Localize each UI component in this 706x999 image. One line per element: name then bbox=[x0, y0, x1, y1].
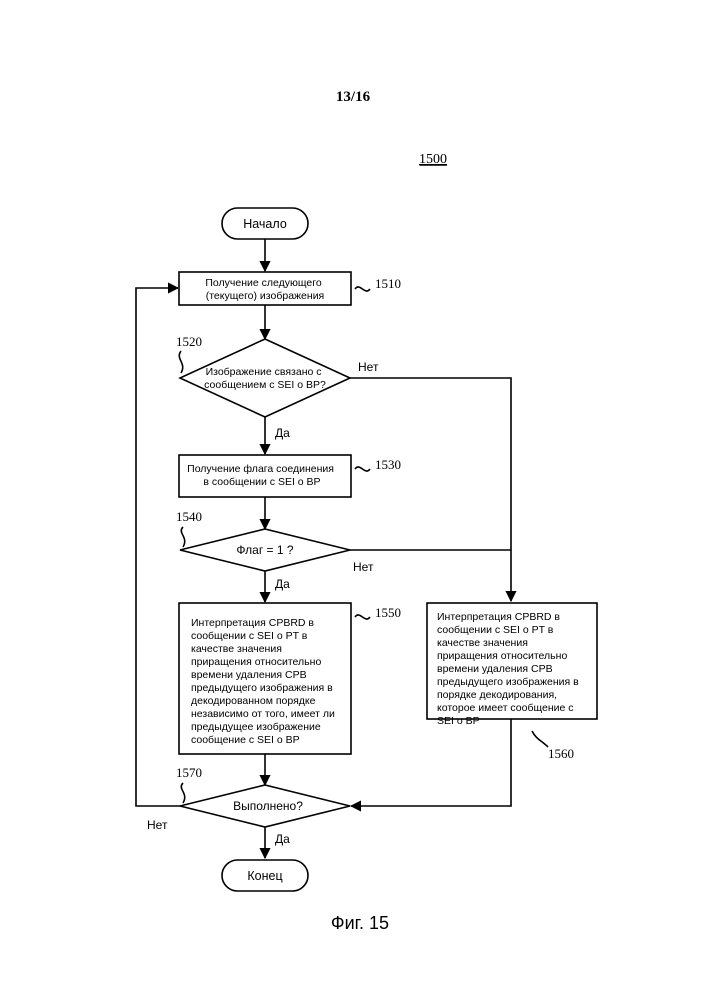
decision-1520-line: Изображение связано с bbox=[206, 366, 322, 378]
step-1560-line: которое имеет сообщение с bbox=[437, 702, 574, 714]
edge-1560-to-1570 bbox=[351, 719, 511, 806]
step-1510-line: Получение следующего bbox=[205, 277, 321, 289]
decision-1570-leader bbox=[181, 783, 184, 803]
step-1560-line: SEI о BP bbox=[437, 715, 480, 727]
step-1510-leader bbox=[355, 287, 370, 291]
decision-1540-leader bbox=[181, 527, 184, 547]
step-1530-leader bbox=[355, 467, 370, 471]
step-1550-leader bbox=[355, 615, 370, 619]
step-1560-line: сообщении с SEI о PT в bbox=[437, 624, 554, 636]
step-1560-line: приращения относительно bbox=[437, 650, 567, 662]
step-1550-ref: 1550 bbox=[375, 605, 401, 620]
page-number: 13/16 bbox=[336, 89, 371, 105]
step-1530-text: Получение флага соединения в сообщении с… bbox=[187, 463, 337, 488]
decision-1520-leader bbox=[179, 351, 182, 373]
decision-1570-text: Выполнено? bbox=[233, 799, 303, 813]
edge-1520-no bbox=[350, 378, 511, 601]
step-1550-line: сообщение с SEI о BP bbox=[191, 734, 300, 746]
step-1550-line: декодированном порядке bbox=[191, 695, 316, 707]
step-1560-line: порядке декодирования, bbox=[437, 689, 557, 701]
step-1510-ref: 1510 bbox=[375, 276, 401, 291]
decision-1570-ref: 1570 bbox=[176, 765, 202, 780]
edge-1570-no-loop bbox=[136, 288, 180, 806]
step-1550-line: сообщении с SEI о PT в bbox=[191, 630, 308, 642]
step-1530-ref: 1530 bbox=[375, 457, 401, 472]
decision-1520-line: сообщением с SEI о BP? bbox=[204, 379, 326, 391]
end-label: Конец bbox=[247, 869, 282, 883]
decision-1520-text: Изображение связано с сообщением с SEI о… bbox=[204, 366, 326, 391]
edge-label-1570-yes: Да bbox=[275, 832, 290, 846]
step-1560-line: качестве значения bbox=[437, 637, 528, 649]
step-1530-line: Получение флага соединения bbox=[187, 463, 334, 475]
step-1530-line: в сообщении с SEI о BP bbox=[203, 476, 320, 488]
step-1550-line: предыдущего изображения в bbox=[191, 682, 333, 694]
step-1550-line: Интерпретация CPBRD в bbox=[191, 617, 314, 629]
decision-1540-ref: 1540 bbox=[176, 509, 202, 524]
step-1560-line: времени удаления CPB bbox=[437, 663, 553, 675]
step-1550-line: приращения относительно bbox=[191, 656, 321, 668]
step-1560-line: Интерпретация CPBRD в bbox=[437, 611, 560, 623]
step-1560-line: предыдущего изображения в bbox=[437, 676, 579, 688]
edge-label-1520-no: Нет bbox=[358, 360, 379, 374]
decision-1540-text: Флаг = 1 ? bbox=[236, 543, 293, 557]
edge-label-1570-no: Нет bbox=[147, 818, 168, 832]
start-label: Начало bbox=[243, 217, 287, 231]
edge-label-1540-yes: Да bbox=[275, 577, 290, 591]
edge-label-1520-yes: Да bbox=[275, 426, 290, 440]
decision-1520-diamond bbox=[180, 339, 350, 417]
figure-caption: Фиг. 15 bbox=[331, 913, 389, 933]
step-1510-text: Получение следующего (текущего) изображе… bbox=[205, 277, 324, 302]
step-1510-line: (текущего) изображения bbox=[206, 290, 325, 302]
step-1550-line: предыдущее изображение bbox=[191, 721, 321, 733]
edge-label-1540-no: Нет bbox=[353, 560, 374, 574]
step-1550-line: качестве значения bbox=[191, 643, 282, 655]
decision-1520-ref: 1520 bbox=[176, 334, 202, 349]
step-1550-line: независимо от того, имеет ли bbox=[191, 708, 335, 720]
step-1550-line: времени удаления CPB bbox=[191, 669, 307, 681]
step-1560-leader bbox=[532, 731, 548, 747]
step-1560-ref: 1560 bbox=[548, 746, 574, 761]
